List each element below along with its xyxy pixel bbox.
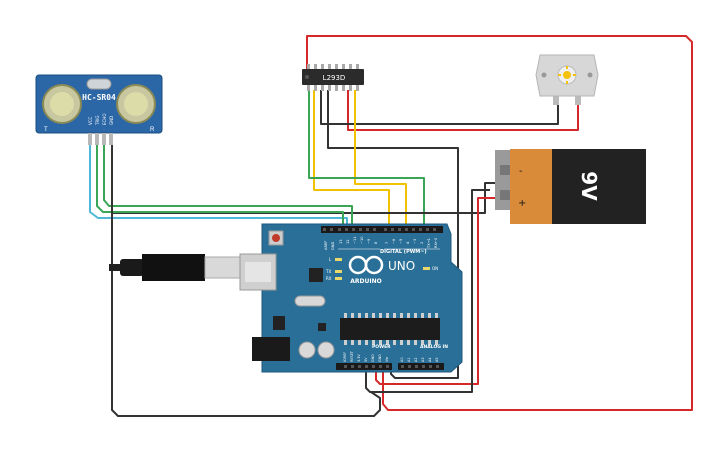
pin-a5: A5 — [435, 358, 439, 362]
wire-yellow-2[interactable] — [354, 90, 407, 232]
pin-tx1: TX→1 — [427, 238, 431, 249]
wires — [89, 35, 693, 417]
pin-a2: A2 — [414, 358, 418, 362]
pin-3v3: 3.3V — [357, 354, 361, 362]
pin-5: ~5 — [399, 239, 403, 244]
power-header[interactable] — [336, 363, 444, 370]
wire-sensor-trig[interactable] — [96, 145, 344, 232]
driver-label: L293D — [323, 74, 346, 82]
pin-9: ~9 — [367, 238, 371, 244]
pin-a0: A0 — [400, 358, 404, 362]
digital-header[interactable] — [321, 226, 443, 233]
wire-red-motor[interactable] — [347, 90, 579, 131]
led-tx-label: TX — [325, 269, 331, 274]
power-jack[interactable] — [252, 337, 290, 361]
wire-sensor-echo[interactable] — [103, 145, 353, 232]
pin-a4: A4 — [428, 358, 432, 362]
power-label: POWER — [372, 344, 391, 350]
battery-label: 9V — [577, 171, 601, 201]
pin-gnd-top: GND — [331, 242, 335, 250]
sensor-pin-trig: TRIG — [95, 115, 100, 126]
pin-ioref: IOREF — [343, 352, 347, 362]
pin-rx0: RX←0 — [434, 237, 438, 248]
sensor-pin-vcc: VCC — [88, 116, 93, 125]
battery-9v[interactable]: - + 9V — [495, 149, 646, 224]
led-rx-label: RX — [326, 276, 332, 281]
arduino-logo-icon — [348, 255, 384, 275]
atmega-chip — [340, 318, 440, 340]
pin-gnd-2: GND — [378, 354, 382, 362]
wire-red-vcc-loop[interactable] — [306, 35, 693, 411]
ultrasonic-sensor[interactable]: HC-SR04 T R VCC TRIG ECHO GND — [35, 74, 163, 145]
wire-black-driver-gnd[interactable] — [327, 90, 459, 379]
wire-black-motor[interactable] — [320, 90, 559, 125]
wire-black-battery[interactable] — [111, 145, 495, 214]
battery-plus-label: + — [518, 198, 526, 209]
wire-yellow-1[interactable] — [313, 90, 390, 232]
wire-green-driver[interactable] — [308, 90, 425, 232]
pin-11: ~11 — [353, 236, 357, 244]
led-l-label: L — [329, 257, 332, 262]
arduino-brand: ARDUINO — [350, 278, 381, 285]
pin-a3: A3 — [421, 358, 425, 362]
pin-4: 4 — [406, 241, 410, 244]
pin-a1: A1 — [407, 358, 411, 362]
wire-red-battery[interactable] — [375, 197, 495, 385]
pin-vin: Vin — [385, 357, 389, 362]
dc-motor[interactable] — [535, 54, 599, 105]
wire-sensor-gnd[interactable] — [111, 145, 381, 417]
wire-sensor-vcc[interactable] — [89, 145, 348, 232]
battery-terminal-plus[interactable] — [500, 190, 512, 200]
pin-gnd-1: GND — [371, 354, 375, 362]
pin-12: 12 — [346, 239, 350, 244]
sensor-label: HC-SR04 — [82, 93, 116, 102]
pin-5v: 5V — [364, 357, 368, 362]
analog-label: ANALOG IN — [420, 344, 448, 350]
arduino-uno-board[interactable]: ARDUINO UNO L TX RX ON — [239, 223, 463, 373]
wire-black-battery-gnd[interactable] — [365, 189, 490, 393]
pin-8: 8 — [374, 241, 378, 244]
pin-7: 7 — [385, 242, 389, 244]
pin-reset: RESET — [350, 350, 354, 362]
motor-shaft-icon — [563, 71, 571, 79]
usb-cable[interactable] — [109, 254, 242, 281]
reset-button[interactable] — [272, 234, 280, 242]
sensor-left-mark: T — [44, 127, 48, 133]
pin-13: 13 — [339, 239, 343, 244]
battery-terminal-minus[interactable] — [500, 165, 512, 175]
pin-3: ~3 — [413, 239, 417, 244]
sensor-pin-gnd: GND — [109, 116, 114, 125]
pin-aref: AREF — [324, 241, 328, 250]
digital-label: DIGITAL (PWM~) — [380, 249, 427, 255]
battery-minus-label: - — [519, 166, 523, 177]
led-on-label: ON — [432, 266, 438, 271]
pin-6: ~6 — [392, 238, 396, 244]
pin-2: 2 — [420, 242, 424, 244]
sensor-right-mark: R — [150, 127, 155, 133]
sensor-pin-echo: ECHO — [102, 114, 107, 125]
arduino-model: UNO — [388, 259, 415, 273]
pin-10: ~10 — [360, 236, 364, 244]
motor-driver-chip[interactable]: L293D — [302, 64, 364, 91]
